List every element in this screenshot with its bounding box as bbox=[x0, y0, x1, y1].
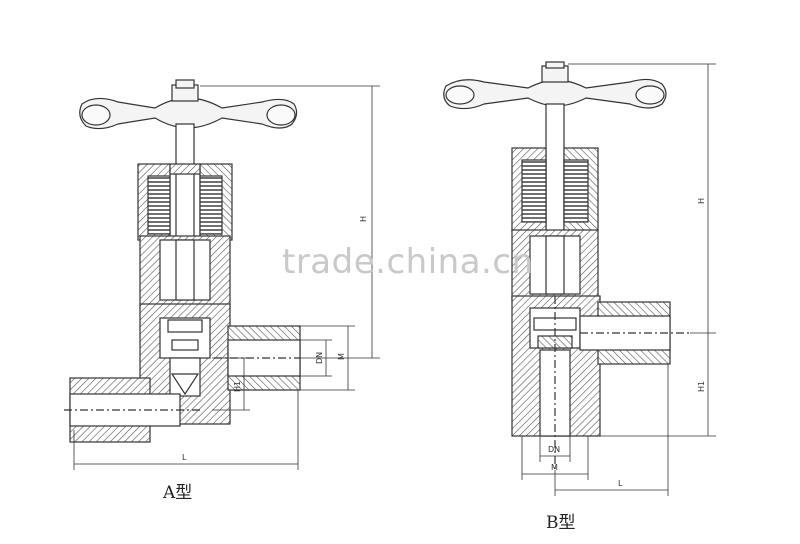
valve-b-dim-m: M bbox=[551, 463, 558, 472]
valve-a-dimensions bbox=[73, 85, 380, 470]
valve-b-dim-l: L bbox=[618, 479, 623, 488]
valve-a-dim-dn: DN bbox=[315, 352, 324, 364]
valve-a-dim-l: L bbox=[182, 453, 187, 462]
valve-b-dimensions bbox=[521, 63, 716, 496]
caption-type-b: B型 bbox=[546, 513, 576, 533]
valve-b-dim-h1: H1 bbox=[697, 381, 706, 392]
valve-a-dim-m: M bbox=[337, 353, 346, 360]
valve-b-outlet bbox=[579, 301, 690, 365]
valve-b-bonnet bbox=[511, 147, 599, 301]
caption-type-a: A型 bbox=[163, 483, 193, 503]
valve-b-handwheel bbox=[443, 61, 667, 110]
valve-a-bonnet bbox=[137, 163, 233, 309]
valve-a-dim-h1: H1 bbox=[233, 381, 242, 392]
valve-b-dim-h: H bbox=[697, 198, 706, 204]
valve-a-handwheel bbox=[79, 79, 298, 130]
watermark: trade.china.cn bbox=[282, 242, 534, 282]
valve-a-inlet bbox=[64, 377, 200, 443]
valve-a-diagram bbox=[64, 79, 380, 470]
valve-a-dim-h: H bbox=[359, 216, 368, 222]
valve-b-diagram bbox=[443, 61, 716, 496]
valve-b-dim-dn: DN bbox=[548, 445, 560, 454]
